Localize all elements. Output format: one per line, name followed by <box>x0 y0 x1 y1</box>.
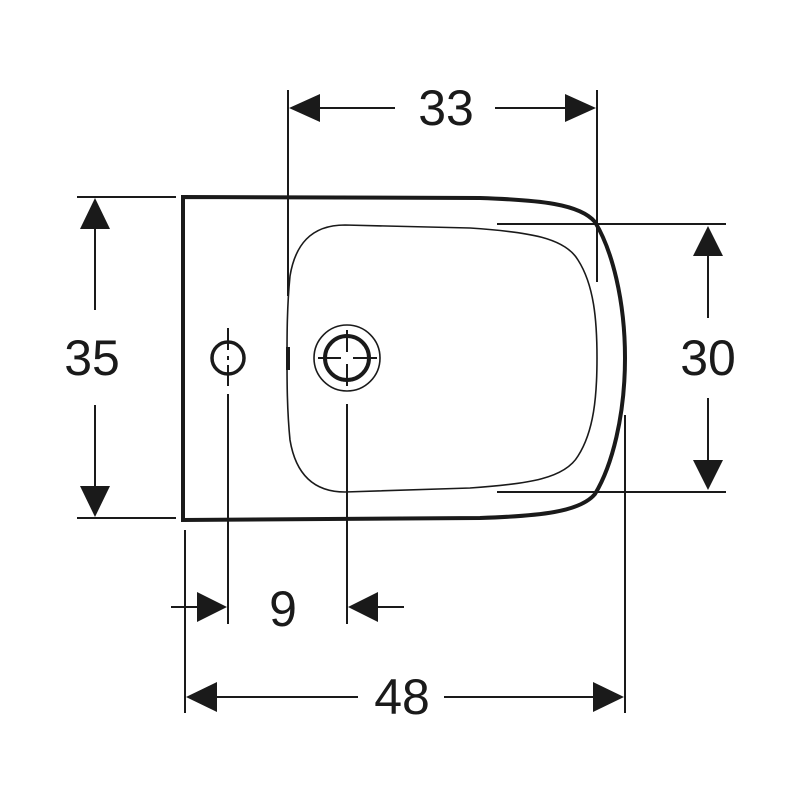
arrow-right-icon <box>197 592 227 622</box>
bowl-rim-outline <box>286 224 598 493</box>
dimension-label-48: 48 <box>374 669 430 725</box>
arrow-up-icon <box>693 226 723 256</box>
dimension-label-35: 35 <box>64 330 120 386</box>
dimension-label-30: 30 <box>680 330 736 386</box>
arrow-left-icon <box>289 94 320 122</box>
drain-outer-ring <box>313 324 381 392</box>
arrow-left-icon <box>348 592 378 622</box>
outer-body-outline <box>181 194 628 523</box>
dimension-tap-to-drain: 9 <box>171 394 404 637</box>
dimension-bowl-width: 33 <box>287 80 598 296</box>
arrow-down-icon <box>693 460 723 490</box>
tap-hole <box>210 328 246 386</box>
dimension-overall-depth: 35 <box>64 196 176 519</box>
arrow-up-icon <box>80 198 110 229</box>
arrow-right-icon <box>565 94 596 122</box>
dimension-overall-length: 48 <box>184 415 626 725</box>
dimension-label-9: 9 <box>269 581 297 637</box>
arrow-right-icon <box>593 682 624 712</box>
arrow-left-icon <box>186 682 217 712</box>
dimension-label-33: 33 <box>418 80 474 136</box>
bidet-body <box>181 194 628 523</box>
drain-outlet <box>313 324 381 392</box>
dimension-bowl-depth: 30 <box>497 223 736 493</box>
arrow-down-icon <box>80 486 110 517</box>
